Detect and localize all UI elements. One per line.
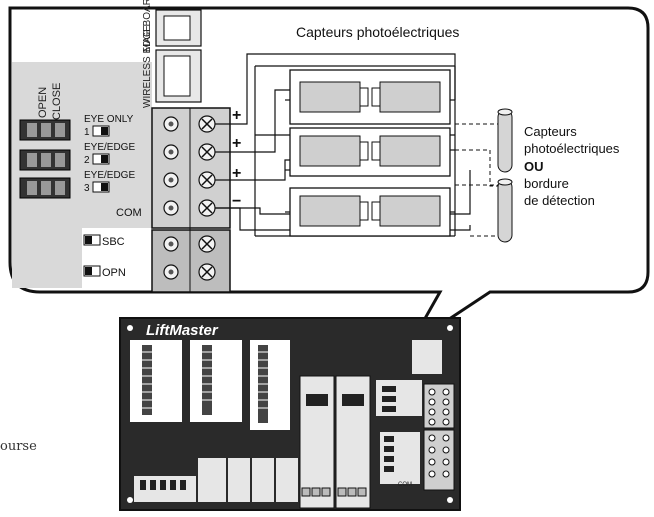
dip-switch-group — [19, 119, 71, 199]
side-label-line3: bordure — [524, 176, 569, 191]
board-brand: LiftMaster — [146, 322, 219, 339]
photo-sensor-pair-1 — [289, 69, 451, 125]
terminal-block — [151, 107, 231, 293]
plus-label-1: + — [232, 107, 241, 124]
wireless-edge-label: WIRELESS EDGE — [142, 25, 153, 108]
background-text-course-2: ourse — [0, 439, 37, 454]
side-label-line2: photoélectriques — [524, 141, 620, 156]
open-label: OPEN — [37, 87, 49, 118]
opn-label: OPN — [102, 267, 126, 279]
eye-only-label: EYE ONLY — [84, 114, 134, 125]
num-3-label: 3 — [84, 183, 90, 194]
callout-title: Capteurs photoélectriques — [296, 24, 459, 40]
detection-edge-tubes — [497, 108, 513, 243]
side-label-line4: de détection — [524, 193, 595, 208]
plus-label-3: + — [232, 165, 241, 182]
minus-label: − — [232, 193, 241, 210]
num-2-label: 2 — [84, 155, 90, 166]
plus-label-2: + — [232, 135, 241, 152]
num-1-label: 1 — [84, 127, 90, 138]
mag-board-label: MAG BOARD — [142, 0, 153, 52]
side-label-line1: Capteurs — [524, 124, 577, 139]
main-control-board — [119, 317, 461, 511]
photo-sensor-pair-2 — [289, 127, 451, 177]
wiring — [215, 53, 471, 237]
eye-edge-2-label: EYE/EDGE — [84, 142, 135, 153]
com-label: COM — [116, 207, 142, 219]
side-label-or: OU — [524, 159, 544, 174]
control-board-zoom — [12, 9, 202, 288]
sbc-label: SBC — [102, 236, 125, 248]
eye-edge-3-label: EYE/EDGE — [84, 170, 135, 181]
board-com-label: COM — [398, 482, 412, 488]
photo-sensor-pair-3 — [289, 187, 451, 237]
close-label: CLOSE — [51, 83, 63, 120]
